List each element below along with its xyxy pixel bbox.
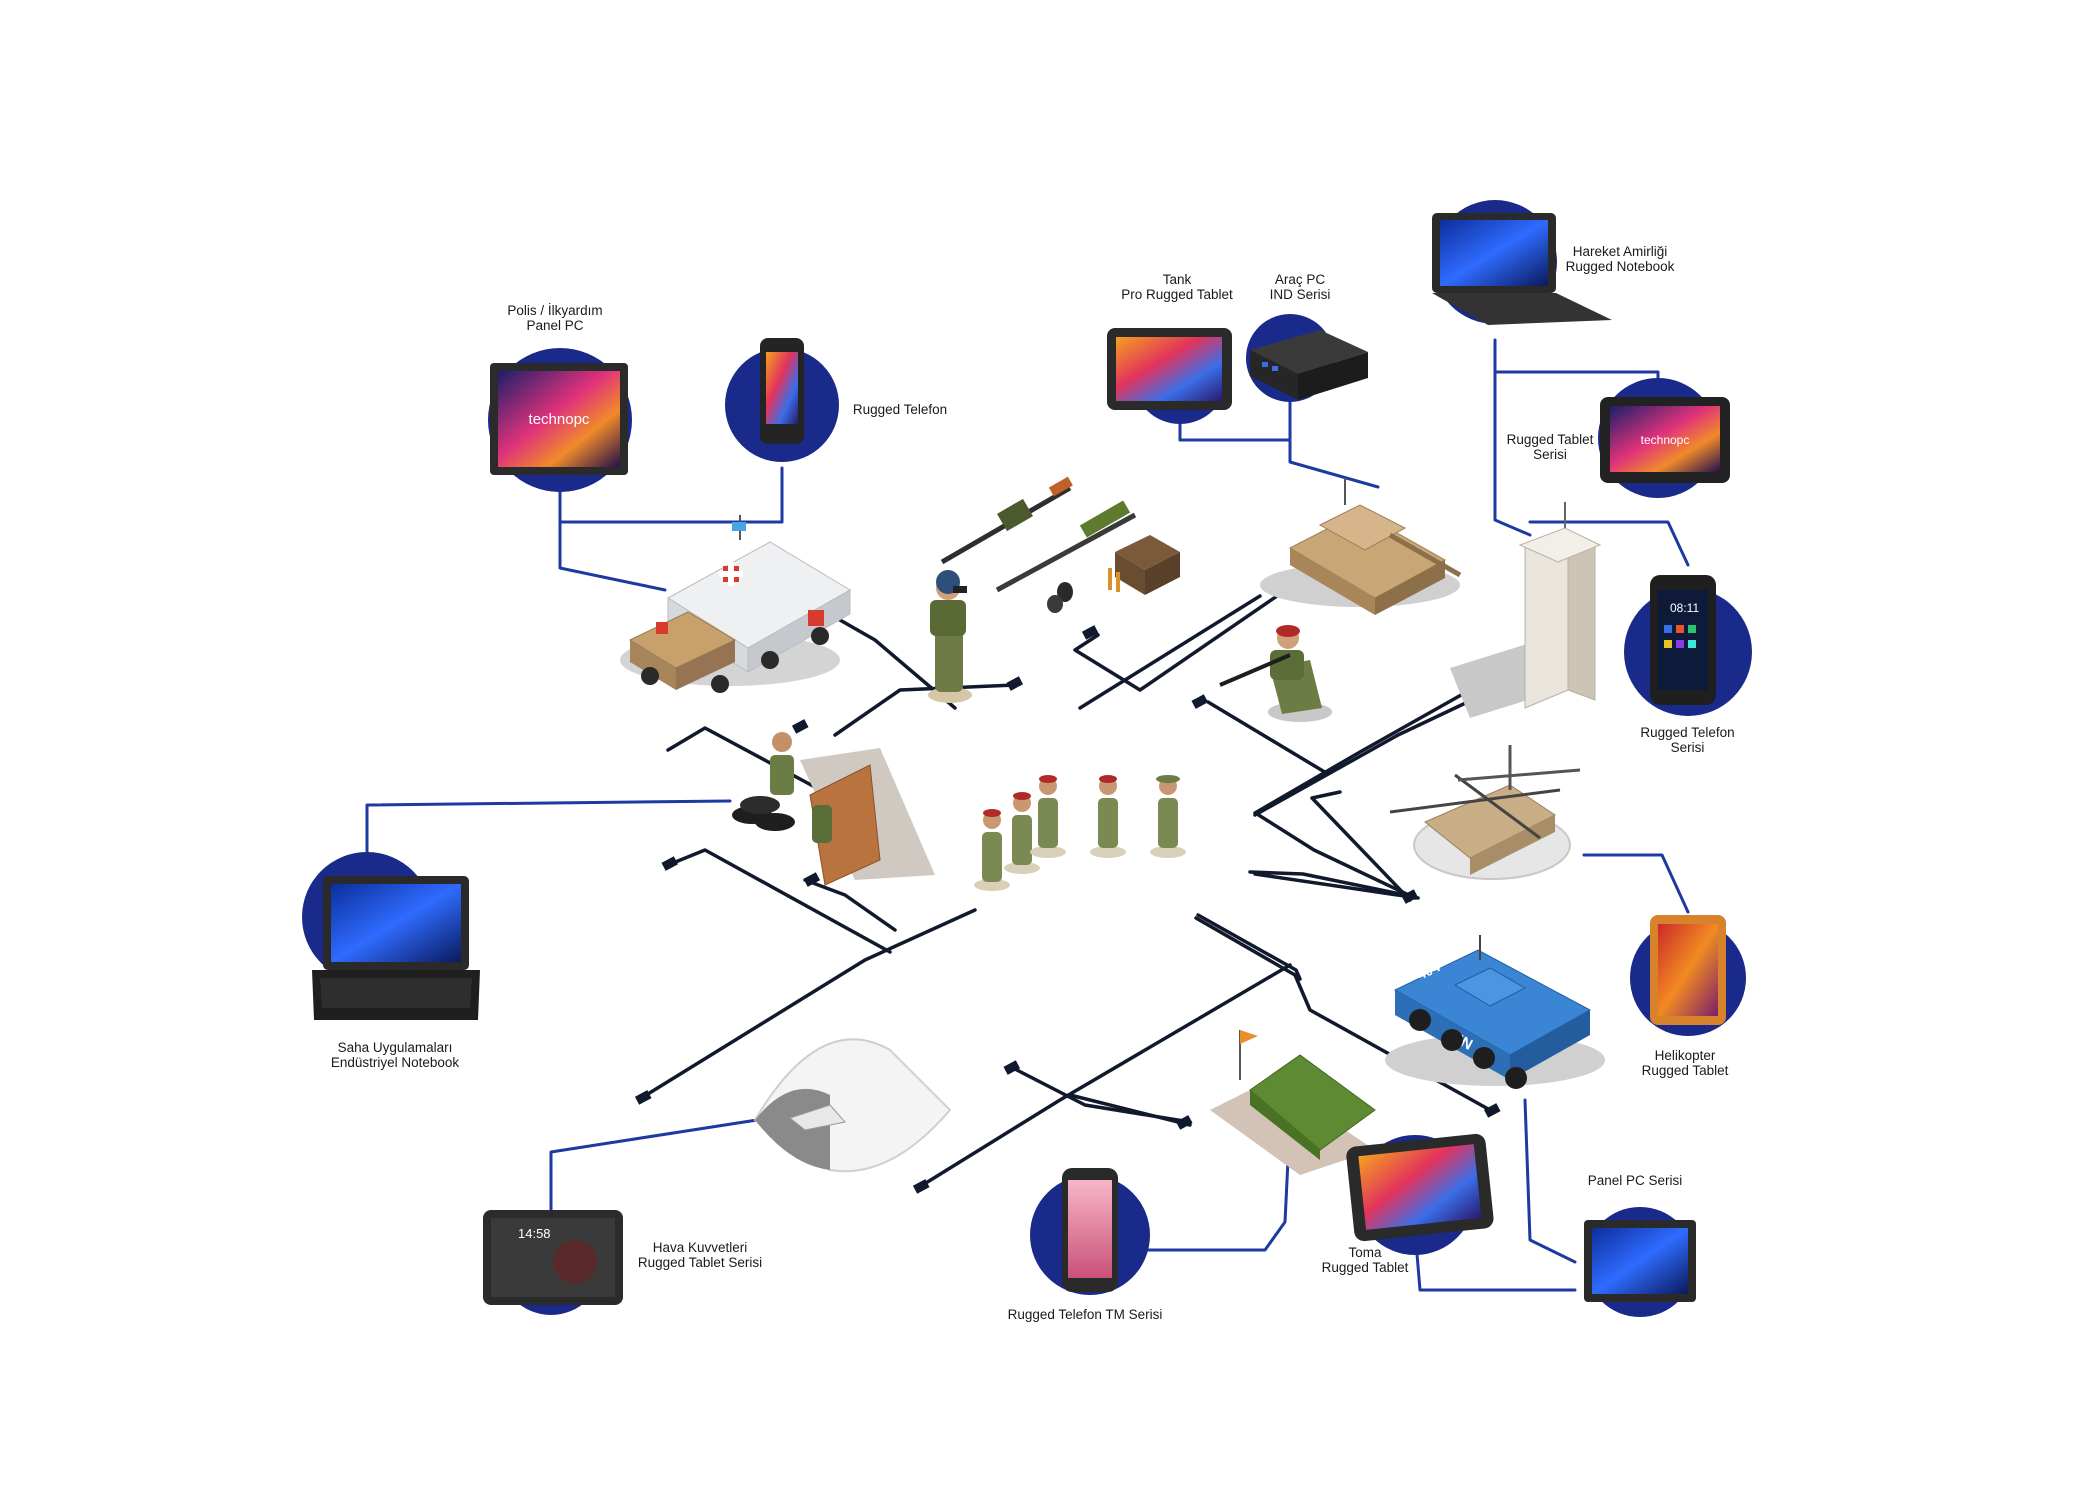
road-ne	[1253, 679, 1488, 815]
hangar-icon	[753, 1038, 952, 1173]
link-saha	[365, 799, 732, 854]
label-line: Serisi	[1670, 740, 1705, 755]
panel-pc-icon[interactable]	[1584, 1220, 1696, 1302]
weapons-icon	[940, 476, 1180, 613]
watchtower-icon	[1450, 502, 1602, 718]
road-north	[1073, 570, 1314, 692]
label-saha-notebook: Saha Uygulamaları Endüstriyel Notebook	[310, 1040, 480, 1070]
road-e-hi	[1253, 688, 1495, 817]
link-panel	[1523, 1098, 1577, 1264]
label-line: Saha Uygulamaları	[337, 1040, 453, 1055]
label-line: Araç PC	[1274, 272, 1326, 287]
tent-icon	[1210, 1030, 1376, 1175]
label-tank-tablet: Tank Pro Rugged Tablet	[1107, 272, 1247, 302]
tank-icon	[1260, 478, 1462, 615]
label-line: Endüstriyel Notebook	[330, 1055, 460, 1070]
label-line: IND Serisi	[1269, 287, 1331, 302]
label-rugged-telefon: Rugged Telefon	[840, 402, 960, 417]
rugged-tablet-icon[interactable]	[1650, 915, 1726, 1025]
rugged-notebook-icon[interactable]	[1432, 213, 1612, 325]
rugged-tablet-icon[interactable]: 14:58	[483, 1210, 623, 1305]
road-e-mid	[1310, 790, 1412, 902]
rugged-tablet-icon[interactable]	[1107, 328, 1232, 410]
label-toma-tablet: Toma Rugged Tablet	[1305, 1245, 1425, 1275]
label-line: Rugged Notebook	[1565, 259, 1675, 274]
panel-pc-screen-text: technopc	[529, 411, 590, 428]
label-line: Serisi	[1533, 447, 1567, 462]
label-line: Rugged Tablet	[1641, 1063, 1729, 1078]
rugged-notebook-icon[interactable]	[312, 876, 480, 1020]
label-polis-panel-pc: Polis / İlkyardım Panel PC	[480, 303, 630, 333]
armored-vehicle-icon: 404 UN	[1385, 935, 1605, 1089]
road-east-3	[1248, 870, 1417, 899]
label-line: Rugged Telefon	[1640, 725, 1735, 740]
label-line: Rugged Tablet	[1506, 432, 1594, 447]
rugged-tablet-icon[interactable]: technopc	[1600, 397, 1730, 483]
link-arac	[1288, 393, 1380, 489]
industrial-pc-icon[interactable]	[1250, 330, 1368, 400]
label-line: Rugged Tablet	[1321, 1260, 1409, 1275]
training-wall-icon	[732, 732, 935, 886]
label-rugged-telefon-serisi: Rugged Telefon Serisi	[1620, 725, 1755, 755]
label-line: Tank	[1162, 272, 1192, 287]
label-arac-pc: Araç PC IND Serisi	[1250, 272, 1350, 302]
link-tower	[1493, 370, 1532, 537]
phone-clock-text: 08:11	[1670, 601, 1699, 615]
label-line: Pro Rugged Tablet	[1121, 287, 1233, 302]
road-s-2	[1068, 1093, 1192, 1127]
link-tm	[1138, 1158, 1290, 1252]
link-hareket	[1493, 338, 1660, 392]
road-sw-long	[641, 908, 977, 1099]
road-north-2	[1078, 594, 1262, 710]
link-hava	[549, 1118, 759, 1237]
soldiers-saluting-icon	[974, 775, 1186, 891]
road-s-long	[919, 963, 1292, 1188]
soldier-binoculars-icon	[928, 570, 972, 703]
soldier-rifle-icon	[1219, 625, 1332, 722]
label-line: Polis / İlkyardım	[507, 303, 603, 318]
label-line: Hava Kuvvetleri	[652, 1240, 748, 1255]
tablet-screen-text: technopc	[1641, 433, 1690, 447]
ambulance-icon	[620, 515, 851, 693]
road-west-2	[666, 848, 892, 954]
label-telefon-tm: Rugged Telefon TM Serisi	[990, 1307, 1180, 1322]
road-nw-spur	[833, 683, 1017, 737]
label-line: Helikopter	[1654, 1048, 1716, 1063]
road-west-spur	[803, 878, 897, 932]
link-tower-phone	[1528, 520, 1690, 567]
label-line: Panel PC	[526, 318, 584, 333]
rugged-phone-icon[interactable]	[1062, 1168, 1118, 1292]
label-hareket-notebook: Hareket Amirliği Rugged Notebook	[1545, 244, 1695, 274]
label-panel-pc-serisi: Panel PC Serisi	[1575, 1173, 1695, 1188]
link-heli	[1582, 853, 1690, 914]
label-line: Toma	[1348, 1245, 1382, 1260]
panel-pc-icon[interactable]: technopc	[490, 363, 628, 475]
label-rugged-tablet-serisi: Rugged Tablet Serisi	[1490, 432, 1610, 462]
link-polis	[558, 466, 784, 524]
label-hava-tablet: Hava Kuvvetleri Rugged Tablet Serisi	[625, 1240, 775, 1270]
road-east-2	[1253, 872, 1420, 900]
label-helikopter-tablet: Helikopter Rugged Tablet	[1615, 1048, 1755, 1078]
label-line: Rugged Telefon	[852, 402, 948, 417]
road-se	[1196, 913, 1302, 981]
label-line: Hareket Amirliği	[1572, 244, 1668, 259]
label-line: Panel PC Serisi	[1587, 1173, 1683, 1188]
label-line: Rugged Tablet Serisi	[637, 1255, 763, 1270]
tablet-clock-text: 14:58	[518, 1226, 551, 1241]
rugged-phone-icon[interactable]: 08:11	[1650, 575, 1716, 705]
rugged-tablet-icon[interactable]	[1345, 1133, 1494, 1242]
link-ambulance	[558, 520, 667, 592]
label-line: Rugged Telefon TM Serisi	[1007, 1307, 1163, 1322]
road-e-hi2	[1255, 812, 1417, 900]
rugged-phone-icon[interactable]	[760, 338, 804, 444]
road-east	[1206, 700, 1330, 776]
helicopter-icon	[1389, 745, 1581, 880]
